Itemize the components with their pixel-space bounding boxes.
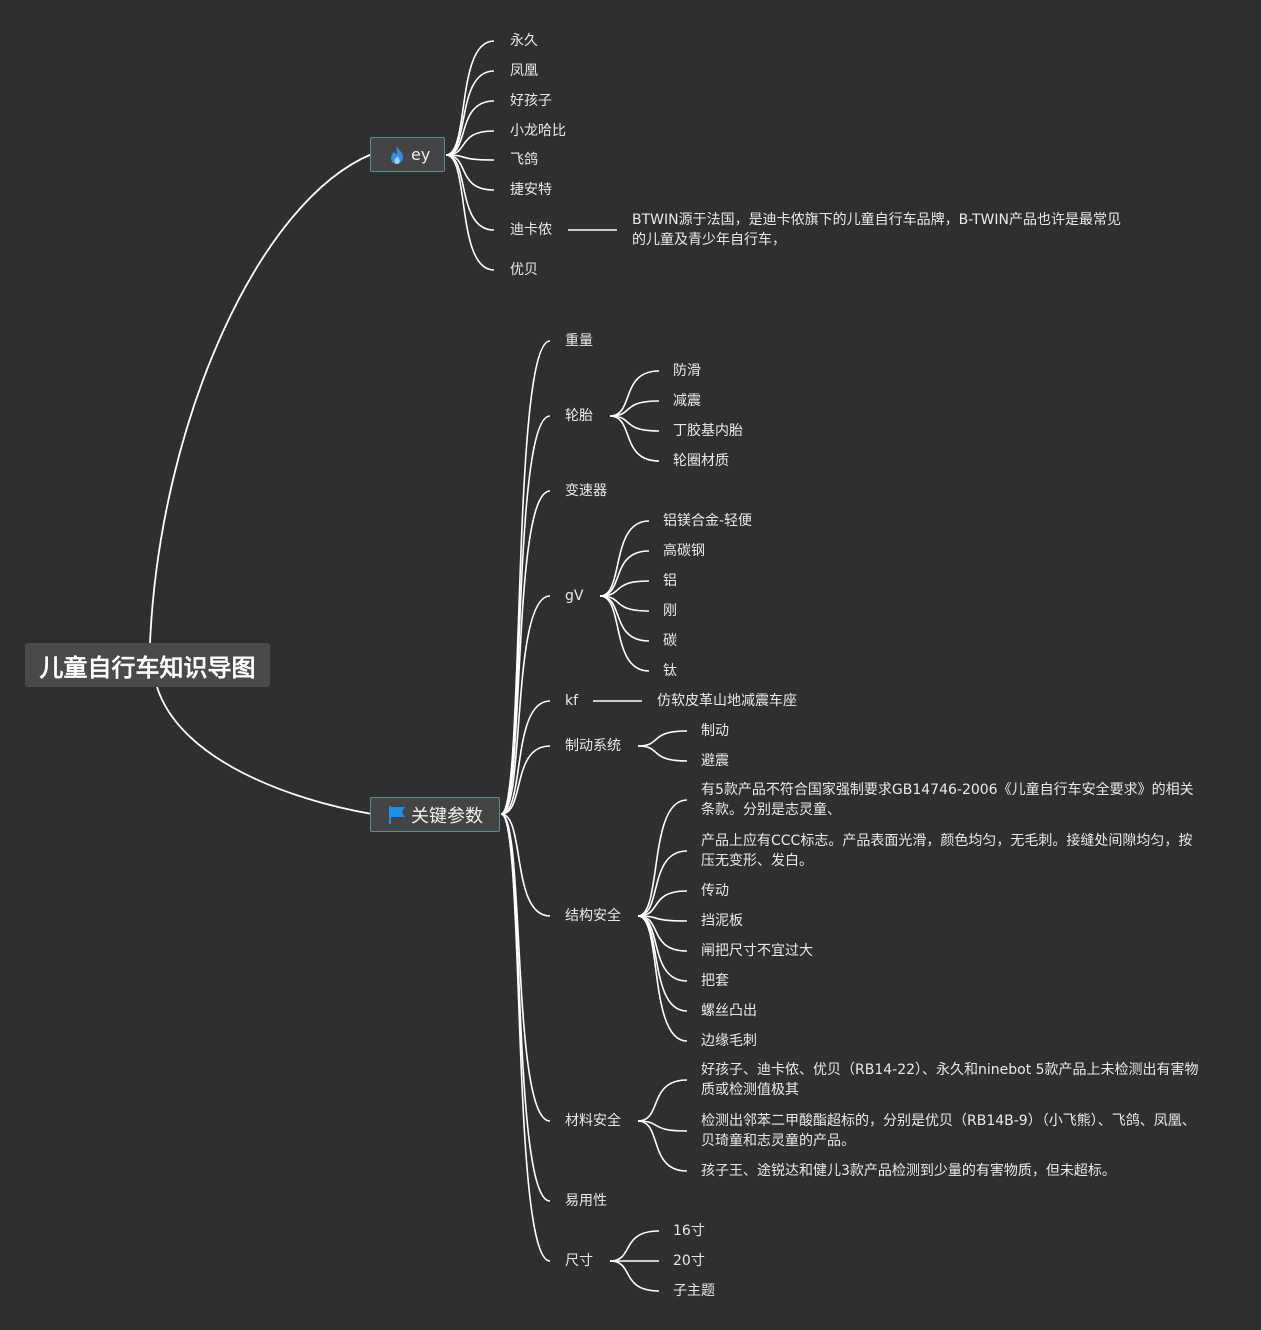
root-topic[interactable]: 儿童自行车知识导图 bbox=[25, 643, 270, 687]
branch-connector bbox=[637, 1120, 688, 1172]
topic-node[interactable]: 捷安特 bbox=[510, 182, 552, 198]
branch-connector bbox=[637, 730, 688, 747]
topic-node[interactable]: 20寸 bbox=[673, 1253, 705, 1269]
topic-node[interactable]: 16寸 bbox=[673, 1223, 705, 1239]
branch-connector bbox=[609, 415, 660, 462]
branch-connector bbox=[500, 813, 551, 917]
topic-node[interactable]: 凤凰 bbox=[510, 63, 538, 79]
topic-node[interactable]: 尺寸 bbox=[565, 1253, 593, 1269]
main-topic-1[interactable]: 关键参数 bbox=[370, 797, 500, 832]
main-topic-label: 关键参数 bbox=[411, 805, 483, 827]
flame-icon bbox=[387, 145, 407, 165]
branch-connector bbox=[599, 595, 650, 672]
topic-node[interactable]: 永久 bbox=[510, 33, 538, 49]
topic-node[interactable]: 轮圈材质 bbox=[673, 453, 729, 469]
branch-connector bbox=[599, 580, 650, 597]
topic-node[interactable]: 挡泥板 bbox=[701, 913, 743, 929]
branch-connector bbox=[445, 154, 495, 191]
topic-node[interactable]: 刚 bbox=[663, 603, 677, 619]
topic-node[interactable]: 小龙哈比 bbox=[510, 123, 566, 139]
topic-node[interactable]: 碳 bbox=[663, 633, 677, 649]
topic-node[interactable]: 仿软皮革山地减震车座 bbox=[657, 693, 797, 709]
topic-node[interactable]: 减震 bbox=[673, 393, 701, 409]
topic-node[interactable]: 边缘毛刺 bbox=[701, 1033, 757, 1049]
branch-connector bbox=[609, 370, 660, 417]
branch-connector bbox=[445, 100, 495, 156]
branch-connector bbox=[637, 915, 688, 1042]
topic-node[interactable]: 传动 bbox=[701, 883, 729, 899]
topic-node[interactable]: 飞鸽 bbox=[510, 152, 538, 168]
main-topic-label: ey bbox=[411, 145, 431, 164]
branch-connector bbox=[609, 1230, 660, 1262]
root-connector bbox=[149, 153, 373, 644]
branch-connector bbox=[445, 154, 495, 231]
topic-node[interactable]: 材料安全 bbox=[565, 1113, 621, 1129]
topic-node[interactable]: 螺丝凸出 bbox=[701, 1003, 757, 1019]
topic-node[interactable]: 优贝 bbox=[510, 262, 538, 278]
topic-node[interactable]: 检测出邻苯二甲酸酯超标的，分别是优贝（RB14B-9）（小飞熊）、飞鸽、凤凰、贝… bbox=[701, 1113, 1196, 1149]
branch-connector bbox=[445, 40, 495, 156]
branch-connector bbox=[599, 595, 650, 642]
branch-connector bbox=[500, 700, 551, 815]
branch-connector bbox=[500, 813, 551, 1122]
topic-node[interactable]: 好孩子、迪卡侬、优贝（RB14-22）、永久和ninebot 5款产品上未检测出… bbox=[701, 1062, 1199, 1098]
branch-connector bbox=[599, 520, 650, 597]
topic-node[interactable]: 钛 bbox=[663, 663, 677, 679]
branch-connector bbox=[500, 813, 551, 1262]
branch-connector bbox=[445, 154, 495, 271]
topic-node[interactable]: BTWIN源于法国，是迪卡侬旗下的儿童自行车品牌，B-TWIN产品也许是最常见的… bbox=[632, 212, 1121, 248]
branch-connector bbox=[500, 490, 551, 815]
topic-node[interactable]: 结构安全 bbox=[565, 908, 621, 924]
branch-connector bbox=[445, 130, 495, 156]
branch-connector bbox=[599, 550, 650, 597]
topic-node[interactable]: 重量 bbox=[565, 333, 593, 349]
branch-connector bbox=[637, 799, 688, 917]
topic-node[interactable]: 高碳钢 bbox=[663, 543, 705, 559]
branch-connector bbox=[609, 1260, 660, 1292]
branch-connector bbox=[637, 890, 688, 917]
branch-connector bbox=[637, 1079, 688, 1122]
topic-node[interactable]: 易用性 bbox=[565, 1193, 607, 1209]
main-topic-0[interactable]: ey bbox=[370, 137, 445, 172]
topic-node[interactable]: 变速器 bbox=[565, 483, 607, 499]
branch-connector bbox=[500, 745, 551, 815]
topic-node[interactable]: 避震 bbox=[701, 753, 729, 769]
topic-node[interactable]: 制动系统 bbox=[565, 738, 621, 754]
branch-connector bbox=[637, 850, 688, 917]
branch-connector bbox=[500, 415, 551, 815]
branch-connector bbox=[445, 70, 495, 156]
branch-connector bbox=[500, 595, 551, 815]
topic-node[interactable]: 闸把尺寸不宜过大 bbox=[701, 943, 813, 959]
topic-node[interactable]: 防滑 bbox=[673, 363, 701, 379]
topic-node[interactable]: 丁胶基内胎 bbox=[673, 423, 743, 439]
branch-connector bbox=[637, 1120, 688, 1132]
topic-node[interactable]: gV bbox=[565, 588, 584, 604]
topic-node[interactable]: kf bbox=[565, 693, 579, 709]
branch-connector bbox=[637, 915, 688, 982]
topic-node[interactable]: 好孩子 bbox=[510, 93, 552, 109]
topic-node[interactable]: 铝 bbox=[663, 573, 677, 589]
topic-node[interactable]: 产品上应有CCC标志。产品表面光滑，颜色均匀，无毛刺。接缝处间隙均匀，按压无变形… bbox=[701, 833, 1193, 869]
branch-connector bbox=[609, 400, 660, 417]
branch-connector bbox=[637, 745, 688, 762]
topic-node[interactable]: 孩子王、途锐达和健儿3款产品检测到少量的有害物质，但未超标。 bbox=[701, 1163, 1116, 1179]
topic-node[interactable]: 子主题 bbox=[673, 1283, 715, 1299]
topic-node[interactable]: 迪卡侬 bbox=[510, 222, 552, 238]
topic-node[interactable]: 轮胎 bbox=[565, 408, 593, 424]
topic-node[interactable]: 制动 bbox=[701, 723, 729, 739]
topic-node[interactable]: 铝镁合金-轻便 bbox=[663, 513, 753, 529]
flag-icon bbox=[387, 805, 407, 825]
topic-node[interactable]: 有5款产品不符合国家强制要求GB14746-2006《儿童自行车安全要求》的相关… bbox=[701, 782, 1194, 818]
topic-node[interactable]: 把套 bbox=[701, 973, 729, 989]
root-connector bbox=[156, 686, 373, 815]
